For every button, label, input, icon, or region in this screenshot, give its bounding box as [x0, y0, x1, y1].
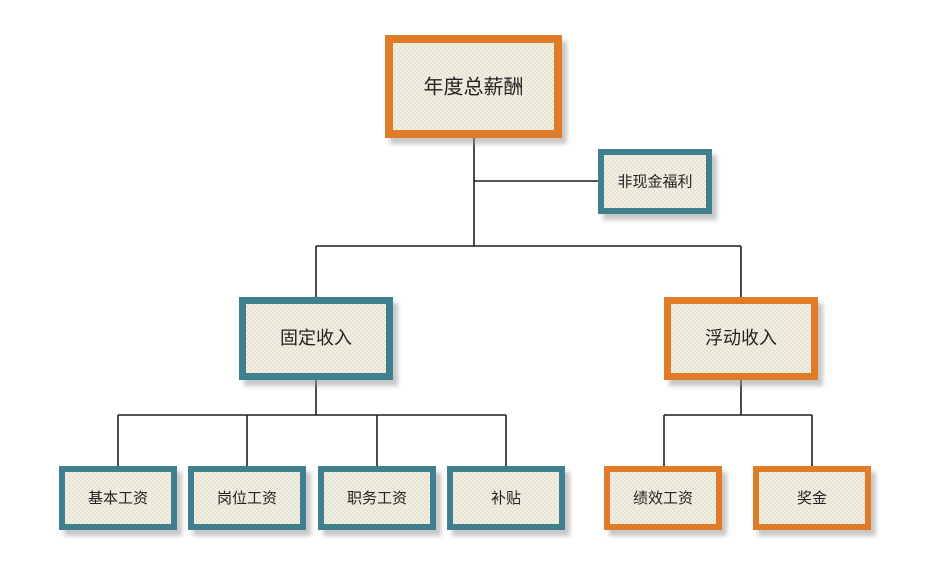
node-perf: 绩效工资 [604, 466, 727, 536]
node-label-basic: 基本工资 [88, 489, 148, 507]
node-label-fixed: 固定收入 [280, 328, 352, 349]
node-box [239, 297, 393, 380]
node-box [447, 466, 565, 530]
node-label-noncash: 非现金福利 [617, 173, 692, 191]
node-box [604, 466, 722, 530]
node-subsidy: 补贴 [447, 466, 570, 536]
node-bonus: 奖金 [753, 466, 876, 536]
node-label-bonus: 奖金 [797, 489, 827, 507]
node-noncash: 非现金福利 [598, 149, 717, 220]
node-box [188, 466, 306, 530]
node-basic: 基本工资 [59, 466, 182, 536]
node-label-duty: 职务工资 [347, 489, 407, 507]
node-box [385, 35, 562, 138]
node-floating: 浮动收入 [664, 297, 823, 386]
node-box [753, 466, 871, 530]
node-box [59, 466, 177, 530]
node-box [598, 149, 712, 214]
node-duty: 职务工资 [318, 466, 441, 536]
node-fixed: 固定收入 [239, 297, 398, 386]
node-box [318, 466, 436, 530]
node-total: 年度总薪酬 [385, 35, 567, 144]
node-box [664, 297, 818, 380]
node-label-post: 岗位工资 [217, 489, 277, 507]
node-post: 岗位工资 [188, 466, 311, 536]
node-label-total: 年度总薪酬 [424, 75, 524, 99]
node-label-perf: 绩效工资 [633, 489, 693, 507]
node-label-floating: 浮动收入 [705, 328, 777, 349]
node-label-subsidy: 补贴 [491, 489, 521, 507]
